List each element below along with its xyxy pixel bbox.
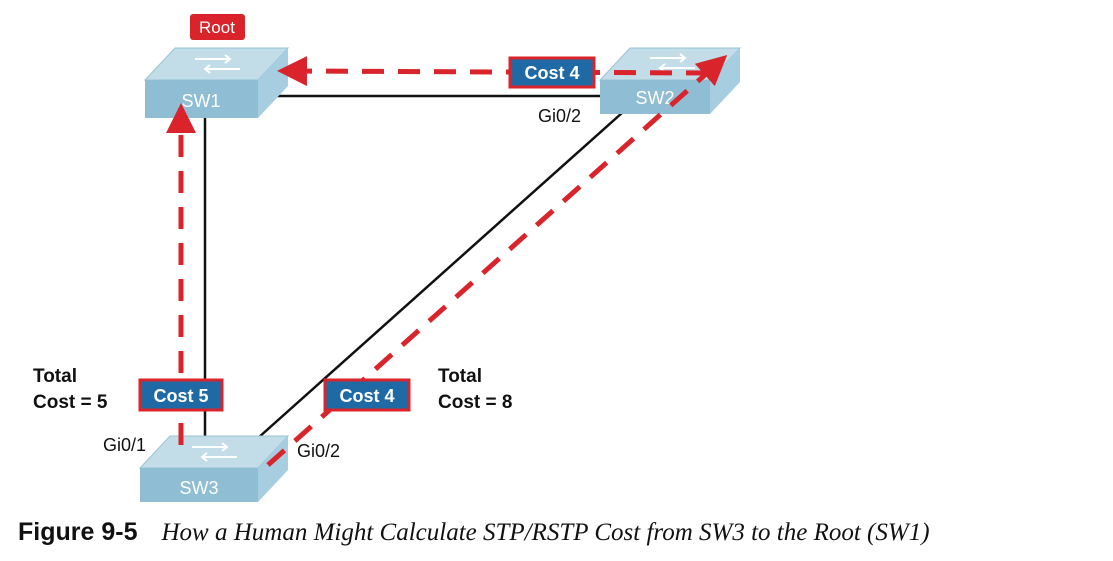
total-right-line2: Cost = 8 — [438, 392, 512, 413]
interface-sw3-gi01: Gi0/1 — [103, 435, 146, 455]
switch-sw3-label: SW3 — [179, 478, 218, 498]
cost-label-sw2-sw1: Cost 4 — [524, 63, 579, 83]
interface-sw3-gi02: Gi0/2 — [297, 441, 340, 461]
switch-sw1-label: SW1 — [181, 91, 220, 111]
cost-box-sw3-sw1: Cost 5 — [138, 378, 224, 412]
cost-label-sw3-sw2: Cost 4 — [339, 386, 394, 406]
cost-box-sw2-sw1: Cost 4 — [508, 56, 596, 89]
figure-caption-text: How a Human Might Calculate STP/RSTP Cos… — [161, 519, 930, 546]
switch-arrows-icon — [192, 442, 237, 462]
root-badge: Root — [190, 14, 245, 40]
figure-caption: Figure 9-5 How a Human Might Calculate ST… — [18, 518, 1108, 547]
switch-sw1: SW1 — [143, 47, 290, 118]
cost-box-sw3-sw2: Cost 4 — [323, 378, 411, 412]
stp-cost-diagram: SW1 SW2 SW3 Root Cost 4 Cost — [33, 14, 742, 502]
total-right-line1: Total — [438, 366, 482, 387]
total-left-line1: Total — [33, 366, 77, 387]
switch-sw3: SW3 — [138, 435, 290, 502]
interface-sw2-gi02: Gi0/2 — [538, 106, 581, 126]
path-sw3-to-sw2 — [266, 55, 728, 467]
link-sw2-sw3 — [257, 103, 633, 439]
cost-label-sw3-sw1: Cost 5 — [153, 386, 208, 406]
switch-sw2-label: SW2 — [635, 88, 674, 108]
figure-number: Figure 9-5 — [18, 518, 138, 546]
switch-arrows-icon — [195, 54, 240, 74]
root-label: Root — [199, 18, 235, 37]
total-left-line2: Cost = 5 — [33, 392, 108, 413]
